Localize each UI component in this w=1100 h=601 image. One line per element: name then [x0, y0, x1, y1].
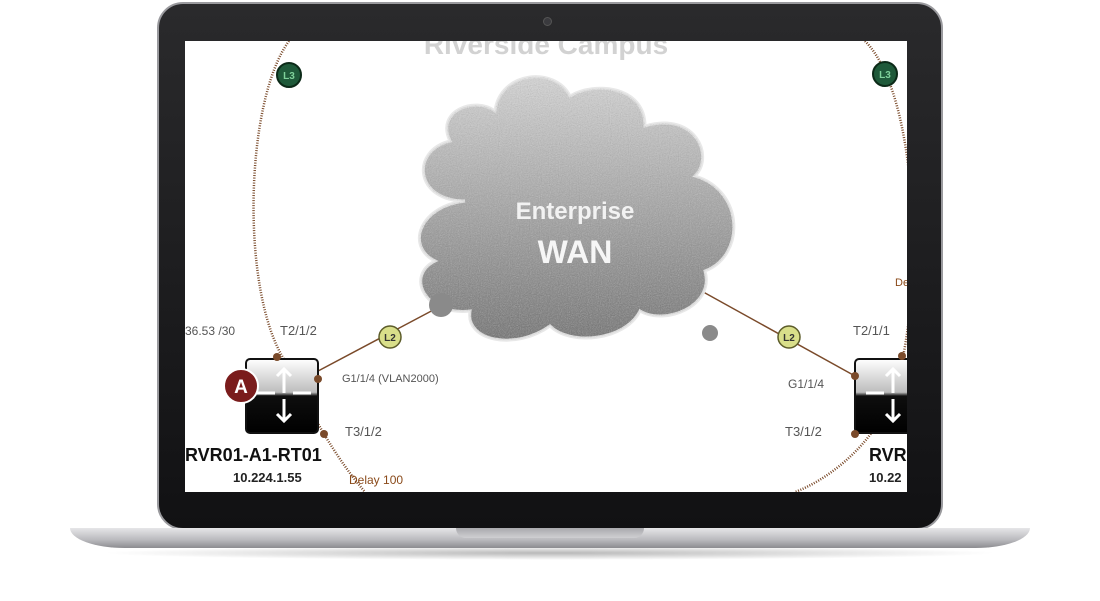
webcam-icon [543, 17, 552, 26]
laptop-shadow [100, 546, 1000, 560]
left-router-ip: 10.224.1.55 [233, 470, 302, 485]
svg-text:L2: L2 [783, 333, 795, 344]
laptop-hinge-notch [456, 528, 644, 538]
l2-badge-left: L2 [378, 325, 402, 349]
l3-badge-right: L3 [872, 61, 898, 87]
laptop-base [70, 528, 1030, 548]
right-wan-link [677, 277, 856, 377]
svg-text:L3: L3 [283, 71, 295, 82]
left-port-top: T2/1/2 [280, 323, 317, 338]
right-ring-link [794, 41, 907, 492]
l3-badge-left: L3 [276, 62, 302, 88]
svg-text:L3: L3 [879, 70, 891, 81]
cloud-bubble-right [702, 325, 718, 341]
svg-text:A: A [234, 377, 248, 398]
svg-text:L2: L2 [384, 333, 396, 344]
right-delay-fragment: De [895, 277, 907, 289]
campus-title: Riverside Campus [424, 41, 668, 60]
cloud-label-line1: Enterprise [516, 198, 635, 225]
right-router-icon[interactable] [854, 358, 907, 434]
left-delay-label: Delay 100 [349, 473, 403, 487]
router-badge-a: A [223, 368, 259, 404]
right-port-top: T2/1/1 [853, 323, 890, 338]
screen: Riverside Campus Enterprise WAN L3 L3 [185, 41, 907, 492]
l2-badge-right: L2 [777, 325, 801, 349]
left-router-addr: 36.53 /30 [185, 324, 235, 338]
left-port-wan: G1/1/4 (VLAN2000) [342, 373, 439, 385]
cloud-bubble-left [429, 293, 453, 317]
left-router-icon[interactable] [245, 358, 319, 434]
network-diagram: Riverside Campus Enterprise WAN L3 L3 [185, 41, 907, 492]
right-port-bottom: T3/1/2 [785, 424, 822, 439]
right-router-name: RVR [869, 445, 907, 465]
enterprise-wan-cloud: Enterprise WAN [417, 75, 736, 342]
left-port-bottom: T3/1/2 [345, 424, 382, 439]
left-ring-link [252, 41, 366, 492]
right-router-ip: 10.22 [869, 470, 902, 485]
left-router-name: RVR01-A1-RT01 [185, 445, 322, 465]
cloud-label-line2: WAN [538, 234, 613, 270]
right-port-wan: G1/1/4 [788, 377, 824, 391]
